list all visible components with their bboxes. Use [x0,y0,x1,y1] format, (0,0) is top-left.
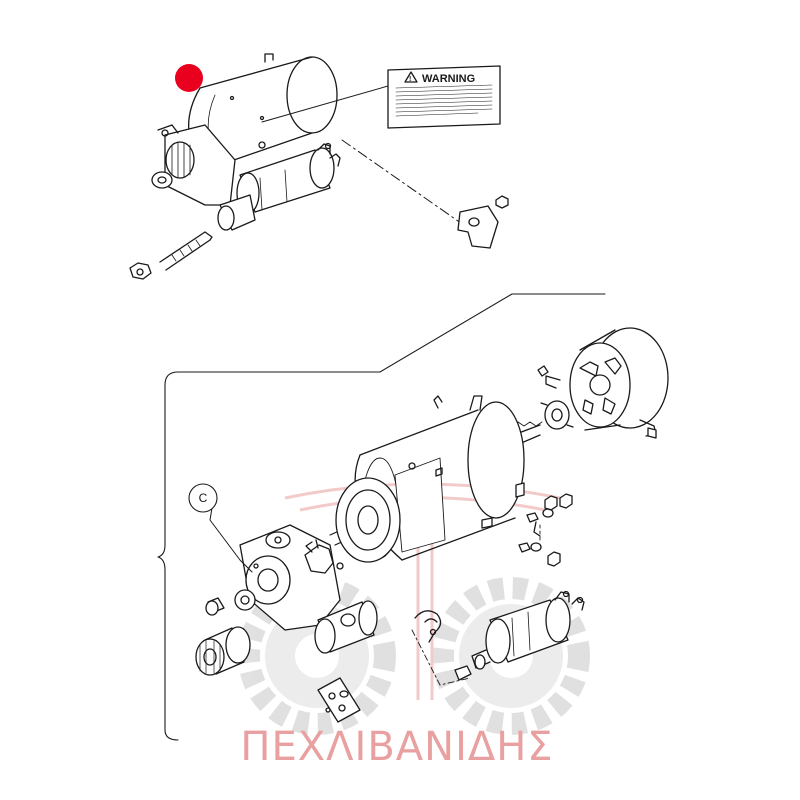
bushing [205,597,225,616]
solenoid-plunger [314,600,378,654]
pinion-drive-gear [195,626,251,676]
callout-c-label: C [199,491,208,505]
drive-end-housing [234,524,344,631]
shift-lever-fork [414,610,472,681]
exploded-view [195,327,669,723]
end-cap-brush-holder [537,327,669,439]
starter-motor-assembly [129,53,341,280]
bracket-dashed-leader [341,139,469,229]
callout-c: C [188,483,218,513]
terminal-hardware [518,493,573,567]
lever-dashed-leader [411,629,471,686]
gasket-kit [317,677,361,723]
solenoid-switch [471,590,585,670]
intermediate-plate [335,477,401,563]
warning-title: WARNING [422,73,475,85]
mounting-bracket [457,195,509,249]
warning-symbol: ! [409,76,411,83]
warning-leader-line [261,85,389,123]
exploded-group-bracket [157,293,606,741]
warning-decal [387,65,501,129]
commutator-bushing [540,400,574,430]
callout-c-leader [209,507,253,573]
watermark-text: ΠΕΧΛΙΒΑΝΙΔΗΣ [240,724,553,770]
red-marker-dot [175,64,203,92]
